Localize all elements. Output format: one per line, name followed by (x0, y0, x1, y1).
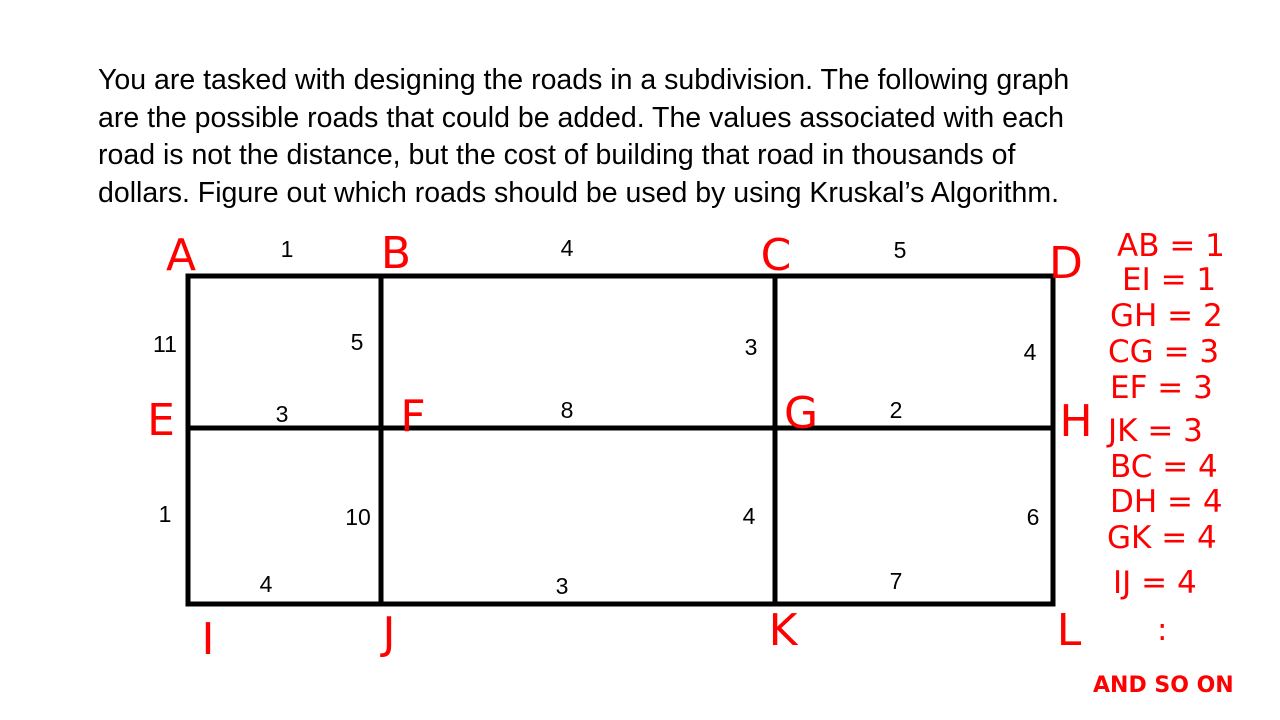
node-e: E (147, 395, 175, 446)
problem-line-1: You are tasked with designing the roads … (98, 64, 1070, 96)
weight-cg: 3 (745, 334, 758, 360)
weight-gh: 2 (890, 397, 903, 423)
node-g: G (784, 388, 818, 439)
node-c: C (761, 230, 792, 281)
road-edges (185, 273, 1056, 607)
continuation-dots: : (1157, 612, 1167, 648)
edge-weights: 1 4 5 11 5 3 4 3 8 2 1 10 4 6 4 3 7 (153, 235, 1039, 599)
node-labels: A B C D E F G H I J K L (147, 228, 1092, 665)
problem-line-2: are the possible roads that could be add… (98, 101, 1064, 134)
and-so-on-note: AND SO ON (1093, 673, 1234, 698)
node-d: D (1049, 238, 1083, 289)
weight-gk: 4 (743, 503, 756, 529)
weight-jk: 3 (556, 573, 569, 599)
node-j: J (380, 608, 396, 659)
sorted-edge-3: GH = 2 (1110, 298, 1223, 334)
weight-ae: 11 (153, 331, 177, 357)
weight-bc: 4 (561, 235, 574, 261)
node-k: K (769, 605, 799, 656)
weight-ab: 1 (281, 236, 294, 262)
weight-fg: 8 (561, 397, 574, 423)
weight-hl: 6 (1027, 504, 1040, 530)
node-b: B (381, 228, 411, 279)
node-l: L (1057, 605, 1082, 656)
weight-ij: 4 (260, 571, 273, 597)
sorted-edge-2: EI = 1 (1122, 262, 1216, 298)
sorted-edge-1: AB = 1 (1117, 228, 1225, 264)
weight-kl: 7 (890, 568, 903, 594)
sorted-edge-8: DH = 4 (1110, 484, 1223, 520)
node-a: A (166, 230, 196, 281)
weight-cd: 5 (894, 237, 907, 263)
sorted-edge-6: JK = 3 (1106, 413, 1203, 449)
node-h: H (1059, 396, 1092, 447)
node-f: F (400, 391, 425, 442)
sorted-edge-10: IJ = 4 (1113, 565, 1197, 601)
weight-dh: 4 (1024, 339, 1037, 365)
weight-ei: 1 (159, 501, 172, 527)
sorted-edge-4: CG = 3 (1108, 334, 1219, 370)
sorted-edge-9: GK = 4 (1107, 520, 1217, 556)
sorted-edge-5: EF = 3 (1110, 370, 1213, 406)
problem-line-4: dollars. Figure out which roads should b… (98, 176, 1060, 209)
sorted-edge-list: AB = 1 EI = 1 GH = 2 CG = 3 EF = 3 JK = … (1093, 228, 1234, 698)
problem-line-3: road is not the distance, but the cost o… (98, 139, 1016, 171)
problem-statement: You are tasked with designing the roads … (98, 62, 1208, 212)
weight-ef: 3 (276, 401, 289, 427)
weight-fj: 10 (345, 504, 371, 530)
sorted-edge-7: BC = 4 (1110, 449, 1218, 485)
node-i: I (202, 614, 215, 665)
weight-bf: 5 (351, 329, 364, 355)
